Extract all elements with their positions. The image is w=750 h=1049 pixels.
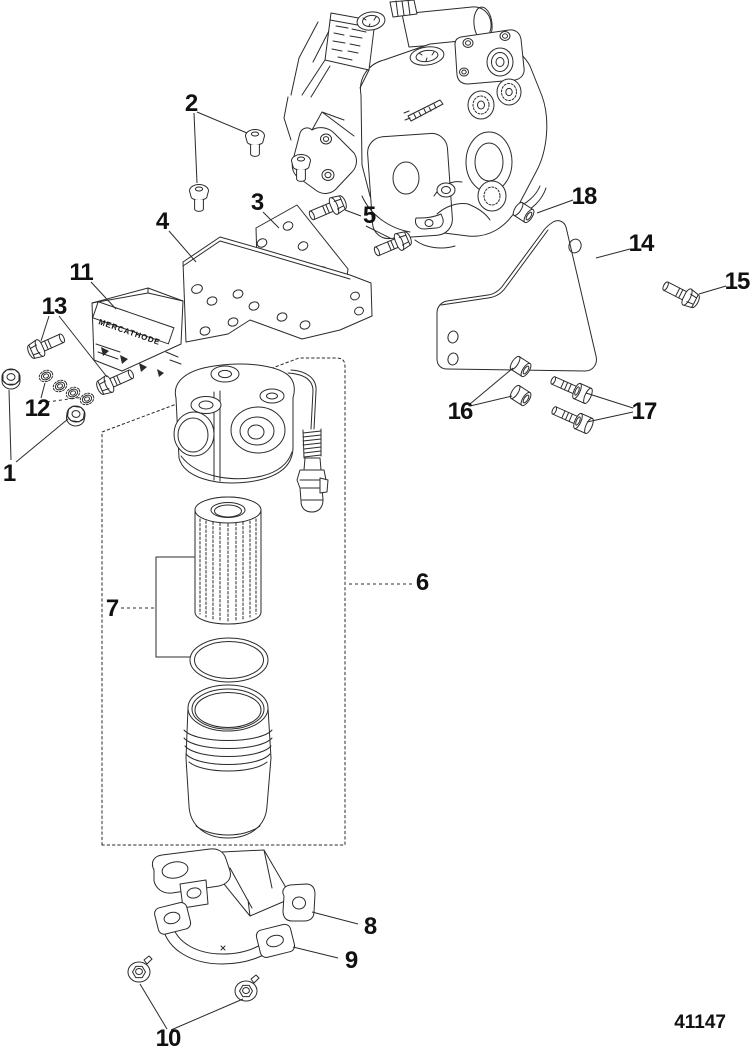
leader-line-2-2 [193, 112, 198, 184]
sensor-wire-connector [287, 369, 329, 513]
leader-line-13-2 [58, 315, 108, 378]
bolt-15-icon [659, 276, 703, 312]
leader-line-14-1 [595, 248, 631, 259]
o-ring-drawing [189, 637, 269, 683]
leader-line-11-1 [90, 281, 117, 310]
callout-7: 7 [106, 595, 119, 622]
bracket-4-drawing [182, 236, 373, 343]
leader-line-10-2 [170, 998, 244, 1031]
washer-12b-icon [50, 377, 70, 395]
callout-1: 1 [3, 460, 16, 487]
leader-line-16-2 [469, 395, 513, 407]
screw-2a-icon [245, 129, 265, 157]
fuel-pump-head-drawing [173, 363, 329, 513]
bolt-13b-icon [93, 364, 137, 398]
callout-17: 17 [632, 398, 657, 425]
leader-line-5-2 [365, 225, 391, 239]
callout-9: 9 [345, 947, 358, 974]
leader-line-17-1 [585, 392, 634, 409]
callout-12: 12 [25, 395, 50, 422]
washer-12d-icon [77, 390, 97, 408]
callout-10: 10 [156, 1025, 181, 1049]
leader-line-18-1 [536, 199, 574, 214]
callout-4: 4 [156, 208, 170, 235]
filter-kit-enclosure-box [101, 357, 346, 846]
washer-12a-icon [36, 367, 56, 385]
leader-line-12-2 [46, 396, 85, 403]
clamp-strap-drawing [154, 902, 296, 965]
valve-block [454, 29, 525, 85]
screw-17a-icon [547, 371, 595, 406]
bolt-10a-icon [127, 955, 153, 983]
callout-13: 13 [42, 293, 67, 320]
leader-line-2-1 [196, 111, 248, 134]
bolt-10b-icon [234, 974, 260, 1002]
leader-line-15-1 [698, 285, 727, 295]
bracket-14-drawing [436, 220, 597, 372]
callout-11: 11 [69, 259, 93, 286]
leader-line-1-2 [15, 418, 69, 463]
screw-17b-icon [548, 401, 596, 436]
item-7-group-bracket [155, 556, 195, 658]
leader-line-1-1 [8, 389, 12, 461]
filter-bowl-drawing [183, 684, 273, 839]
mercathode-unit-drawing: MERCATHODE [91, 287, 184, 377]
leader-line-5-1 [344, 209, 362, 217]
engine-pump-drawing [283, 0, 548, 249]
callout-6: 6 [416, 569, 429, 596]
leader-line-8-1 [311, 911, 359, 925]
callout-5: 5 [363, 202, 376, 229]
spacer-16b-icon [507, 383, 534, 408]
bolt-13a-icon [24, 328, 68, 362]
leader-line-3-1 [262, 211, 280, 229]
callout-3: 3 [251, 189, 264, 216]
leader-line-9-1 [292, 946, 339, 959]
bolt-5a-icon [306, 192, 350, 225]
nut-1a-icon [1, 368, 21, 390]
filter-element-drawing [194, 496, 262, 625]
leader-line-12-1 [40, 382, 46, 399]
leader-line-4-1 [168, 230, 197, 263]
callout-15: 15 [725, 268, 750, 295]
bleed-screw [403, 99, 444, 122]
leader-line-16-1 [469, 367, 514, 405]
leader-line-17-2 [586, 411, 634, 423]
leader-line-10-1 [139, 983, 168, 1030]
callout-16: 16 [448, 398, 473, 425]
drawing-number: 41147 [674, 1012, 726, 1033]
leader-line-13-1 [40, 315, 50, 342]
callout-8: 8 [364, 913, 377, 940]
callout-2: 2 [185, 90, 198, 117]
screw-2b-icon [189, 184, 209, 212]
callout-18: 18 [572, 183, 597, 210]
mount-bracket-drawing [151, 848, 316, 922]
nut-1b-icon [64, 404, 87, 428]
callout-14: 14 [629, 230, 655, 257]
